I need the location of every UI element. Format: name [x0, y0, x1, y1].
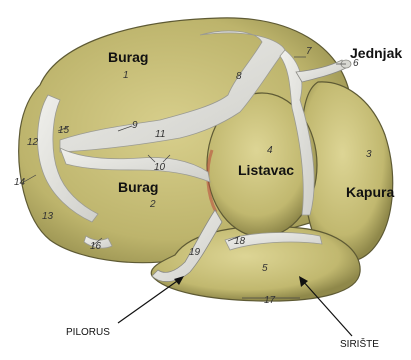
number-13: 13 [42, 212, 53, 222]
number-9: 9 [132, 121, 138, 131]
number-16: 16 [90, 242, 101, 252]
number-18: 18 [234, 237, 245, 247]
label-siriste: SIRIŠTE [340, 340, 379, 350]
number-19: 19 [189, 248, 200, 258]
number-17: 17 [264, 296, 275, 306]
number-10: 10 [154, 163, 165, 173]
number-6: 6 [353, 59, 359, 69]
label-pilorus: PILORUS [66, 328, 110, 338]
label-burag-bottom: Burag [118, 180, 158, 194]
number-8: 8 [236, 72, 242, 82]
pilorus-arrow [118, 276, 184, 323]
number-12: 12 [27, 138, 38, 148]
number-15: 15 [58, 126, 69, 136]
number-3: 3 [366, 150, 372, 160]
number-5: 5 [262, 264, 268, 274]
label-kapura: Kapura [346, 185, 394, 199]
number-7: 7 [306, 47, 312, 57]
number-14: 14 [14, 178, 25, 188]
number-11: 11 [155, 130, 165, 140]
label-burag-top: Burag [108, 50, 148, 64]
label-listavac: Listavac [238, 163, 294, 177]
number-1: 1 [123, 71, 129, 81]
number-2: 2 [150, 200, 156, 210]
number-4: 4 [267, 146, 273, 156]
